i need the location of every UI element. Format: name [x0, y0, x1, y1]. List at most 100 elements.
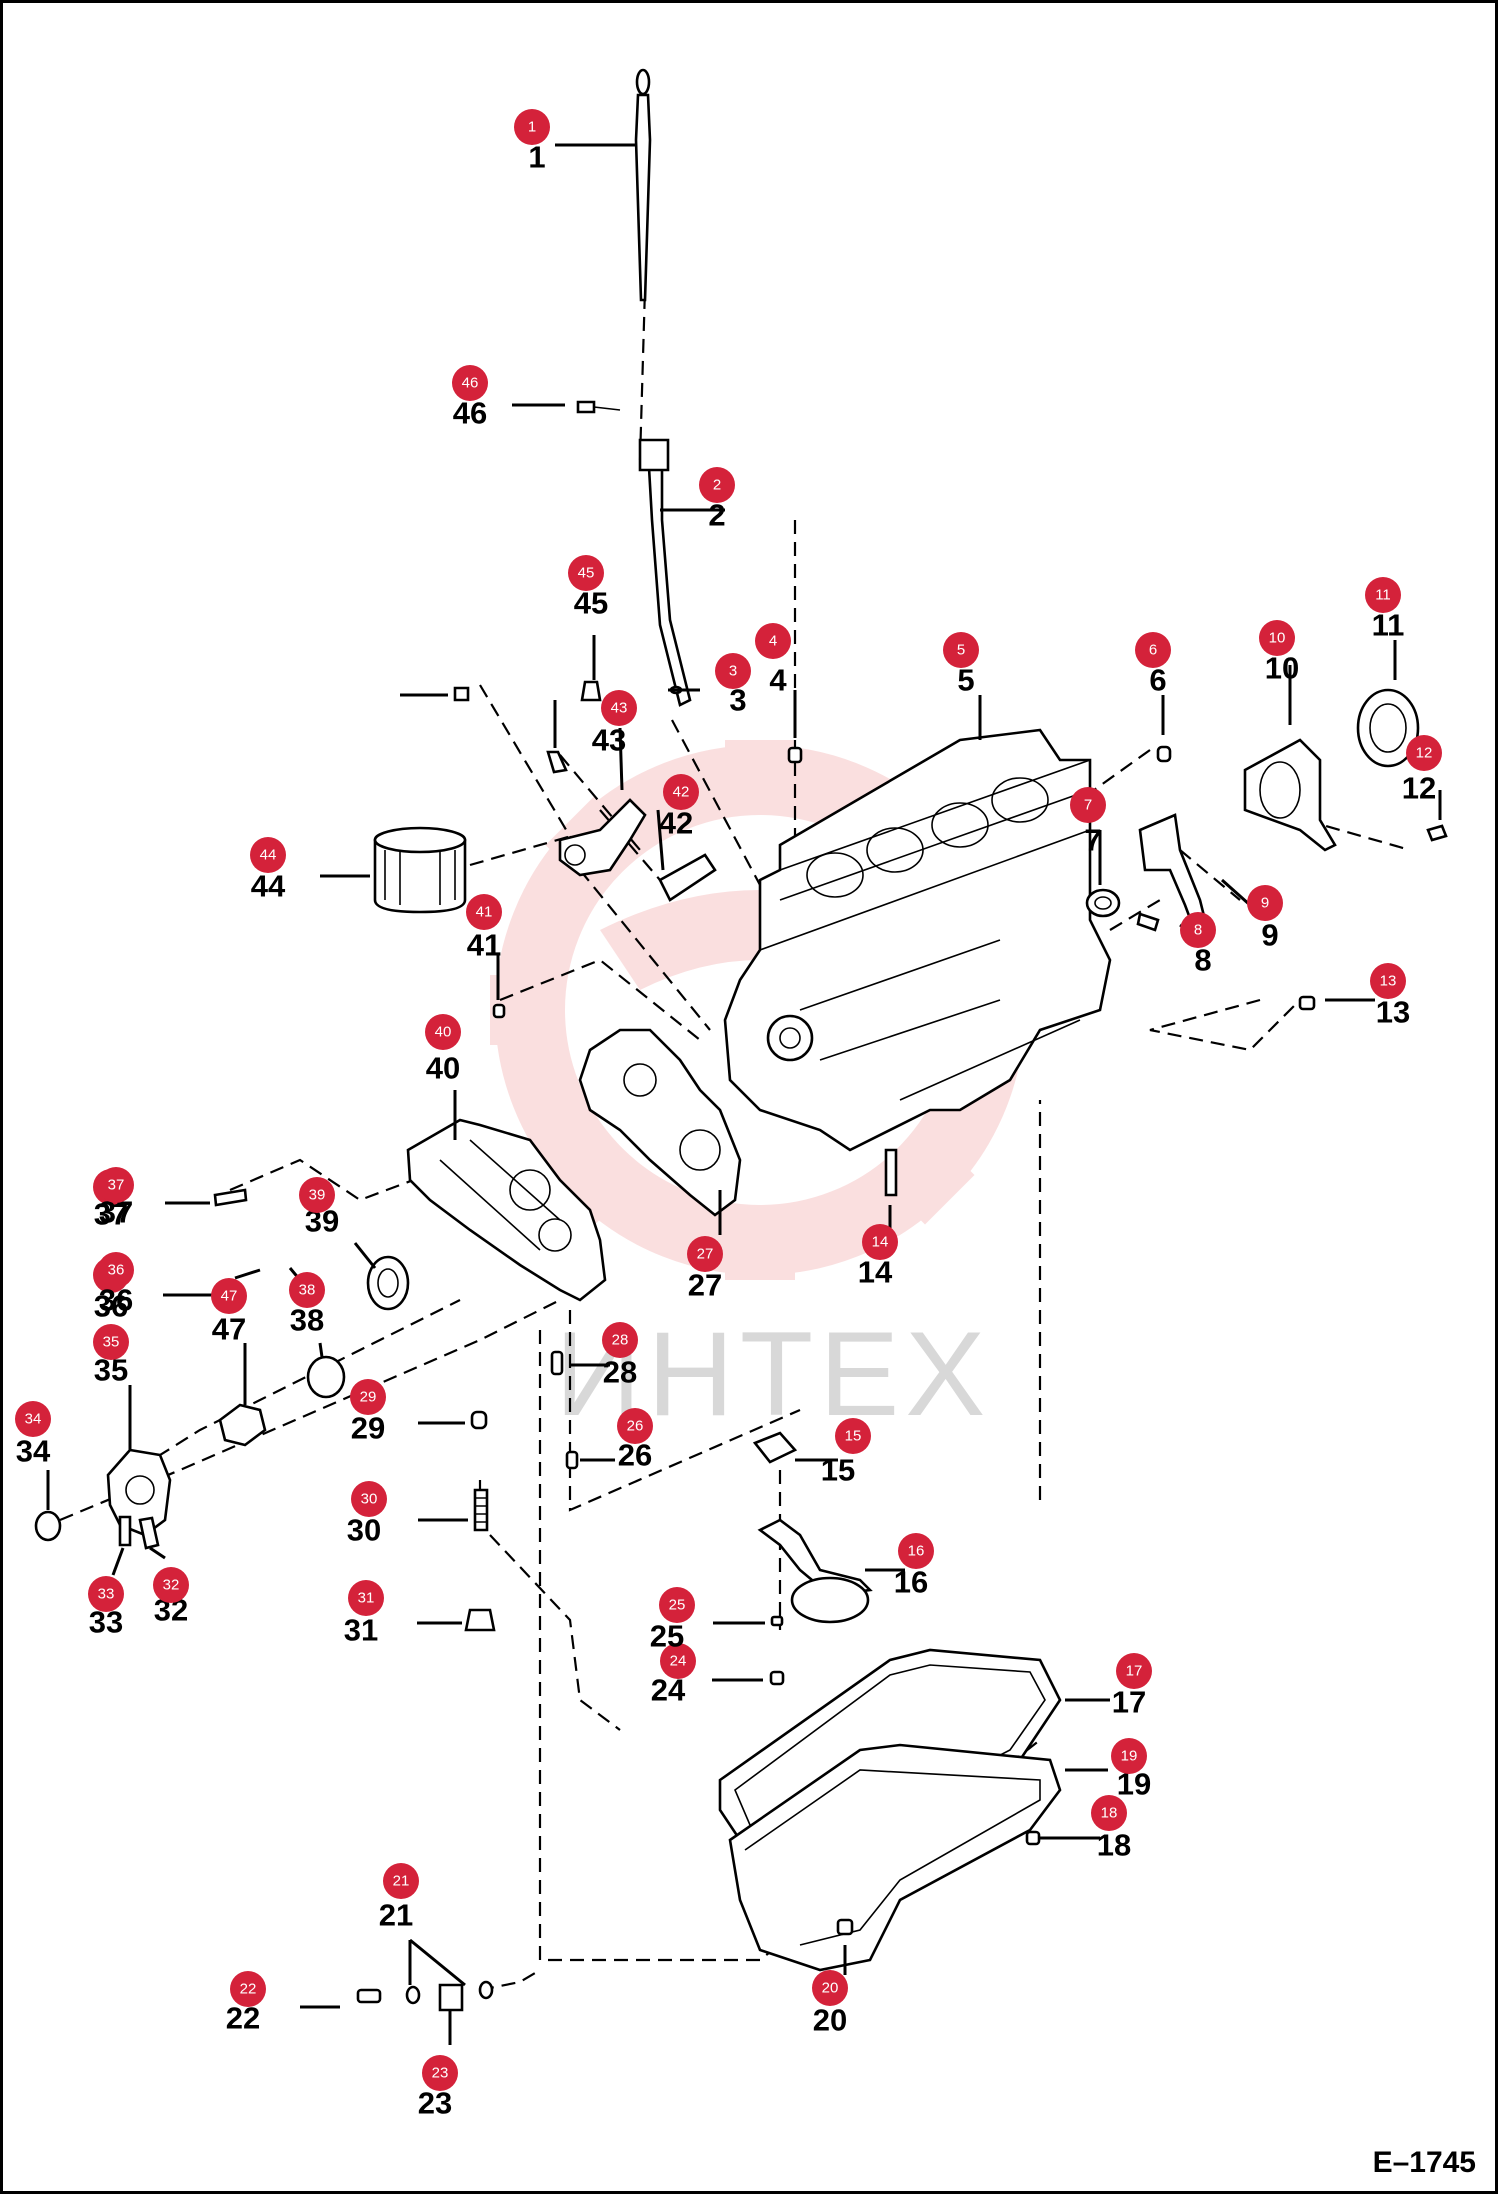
callout-7: 77	[1070, 787, 1106, 858]
callout-badge	[1070, 787, 1106, 823]
callout-badge-number: 8	[1194, 922, 1202, 939]
part-plug-13	[1298, 995, 1316, 1011]
part-cylinder-block	[723, 728, 1112, 1152]
callout-badge-number: 37	[108, 1177, 125, 1194]
part-label: 16	[894, 1565, 928, 1600]
callout-badge	[602, 1322, 638, 1358]
callout-badge-number: 47	[221, 1288, 238, 1305]
callout-badge-number: 36	[108, 1262, 125, 1279]
callout-badge-number: 21	[393, 1873, 410, 1890]
part-label: 1	[528, 140, 545, 175]
callout-badge	[601, 690, 637, 726]
callout-badge	[1259, 620, 1295, 656]
part-bolt-18	[1025, 1830, 1041, 1846]
part-label: 34	[16, 1434, 51, 1469]
callout-badge	[617, 1408, 653, 1444]
part-label: 45	[574, 586, 608, 621]
callout-badge	[452, 365, 488, 401]
part-gear-case-40	[406, 1118, 607, 1302]
callout-badge-number: 35	[103, 1334, 120, 1351]
callout-badge-number: 7	[1084, 797, 1092, 814]
callout-badge	[943, 632, 979, 668]
callout-badge-number: 30	[361, 1491, 378, 1508]
part-label: 4	[769, 663, 787, 698]
callout-badge-number: 22	[240, 1981, 257, 1998]
part-label: 17	[1112, 1685, 1146, 1720]
part-bolt-36-top	[546, 750, 568, 774]
callout-badge-number: 1	[528, 119, 536, 136]
part-nut-24	[769, 1670, 785, 1686]
callout-1: 11	[514, 109, 550, 175]
part-spring-30	[473, 1488, 489, 1532]
callout-badge	[715, 653, 751, 689]
callout-badge	[422, 2055, 458, 2091]
part-valve-29	[470, 1410, 488, 1430]
callout-badge	[98, 1167, 134, 1203]
callout-badge-number: 27	[697, 1246, 714, 1263]
part-retainer-10	[1243, 738, 1337, 852]
callout-badge-number: 14	[872, 1234, 889, 1251]
part-gasket-15	[752, 1431, 798, 1464]
part-label: 47	[212, 1312, 246, 1347]
part-label: 43	[592, 723, 626, 758]
callout-badge	[250, 837, 286, 873]
part-label: 28	[603, 1355, 637, 1390]
leader-lines	[46, 143, 1442, 2045]
callout-badge	[211, 1278, 247, 1314]
callout-badge-number: 13	[1380, 973, 1397, 990]
callout-badge-number: 6	[1149, 642, 1157, 659]
callout-badge	[1370, 963, 1406, 999]
part-label: 46	[453, 396, 487, 431]
callout-badge-number: 34	[25, 1411, 42, 1428]
part-label: 10	[1265, 651, 1299, 686]
callout-badge-number: 31	[358, 1590, 375, 1607]
part-label: 2	[708, 498, 725, 533]
callout-badge	[348, 1580, 384, 1616]
part-filter-housing-43	[558, 798, 647, 877]
part-label: 25	[650, 1619, 684, 1654]
callout-badge-number: 42	[673, 784, 690, 801]
part-oil-pan-19-20	[728, 1743, 1062, 1972]
callout-badge-number: 2	[713, 477, 721, 494]
part-pin-28	[550, 1350, 564, 1376]
callout-badge-number: 43	[611, 700, 628, 717]
part-label: 5	[957, 663, 974, 698]
callout-badge-number: 15	[845, 1428, 862, 1445]
callout-badge	[383, 1863, 419, 1899]
part-label: 36	[94, 1289, 128, 1324]
part-label: 42	[659, 806, 693, 841]
part-label: 13	[1376, 995, 1410, 1030]
callout-badge	[1406, 735, 1442, 771]
part-label: 40	[426, 1051, 460, 1086]
callout-badge-number: 19	[1121, 1748, 1138, 1765]
part-filter-44	[373, 826, 467, 914]
callout-badge-number: 29	[360, 1389, 377, 1406]
part-dipstick-tube	[638, 438, 692, 707]
callout-badge	[93, 1324, 129, 1360]
callout-badge-number: 24	[670, 1653, 687, 1670]
callout-badge-number: 39	[309, 1187, 326, 1204]
callout-badge	[230, 1971, 266, 2007]
assembly-lines	[59, 184, 1411, 1992]
callout-badge	[289, 1272, 325, 1308]
part-seal-7	[1085, 888, 1121, 918]
callout-badge-number: 38	[299, 1282, 316, 1299]
